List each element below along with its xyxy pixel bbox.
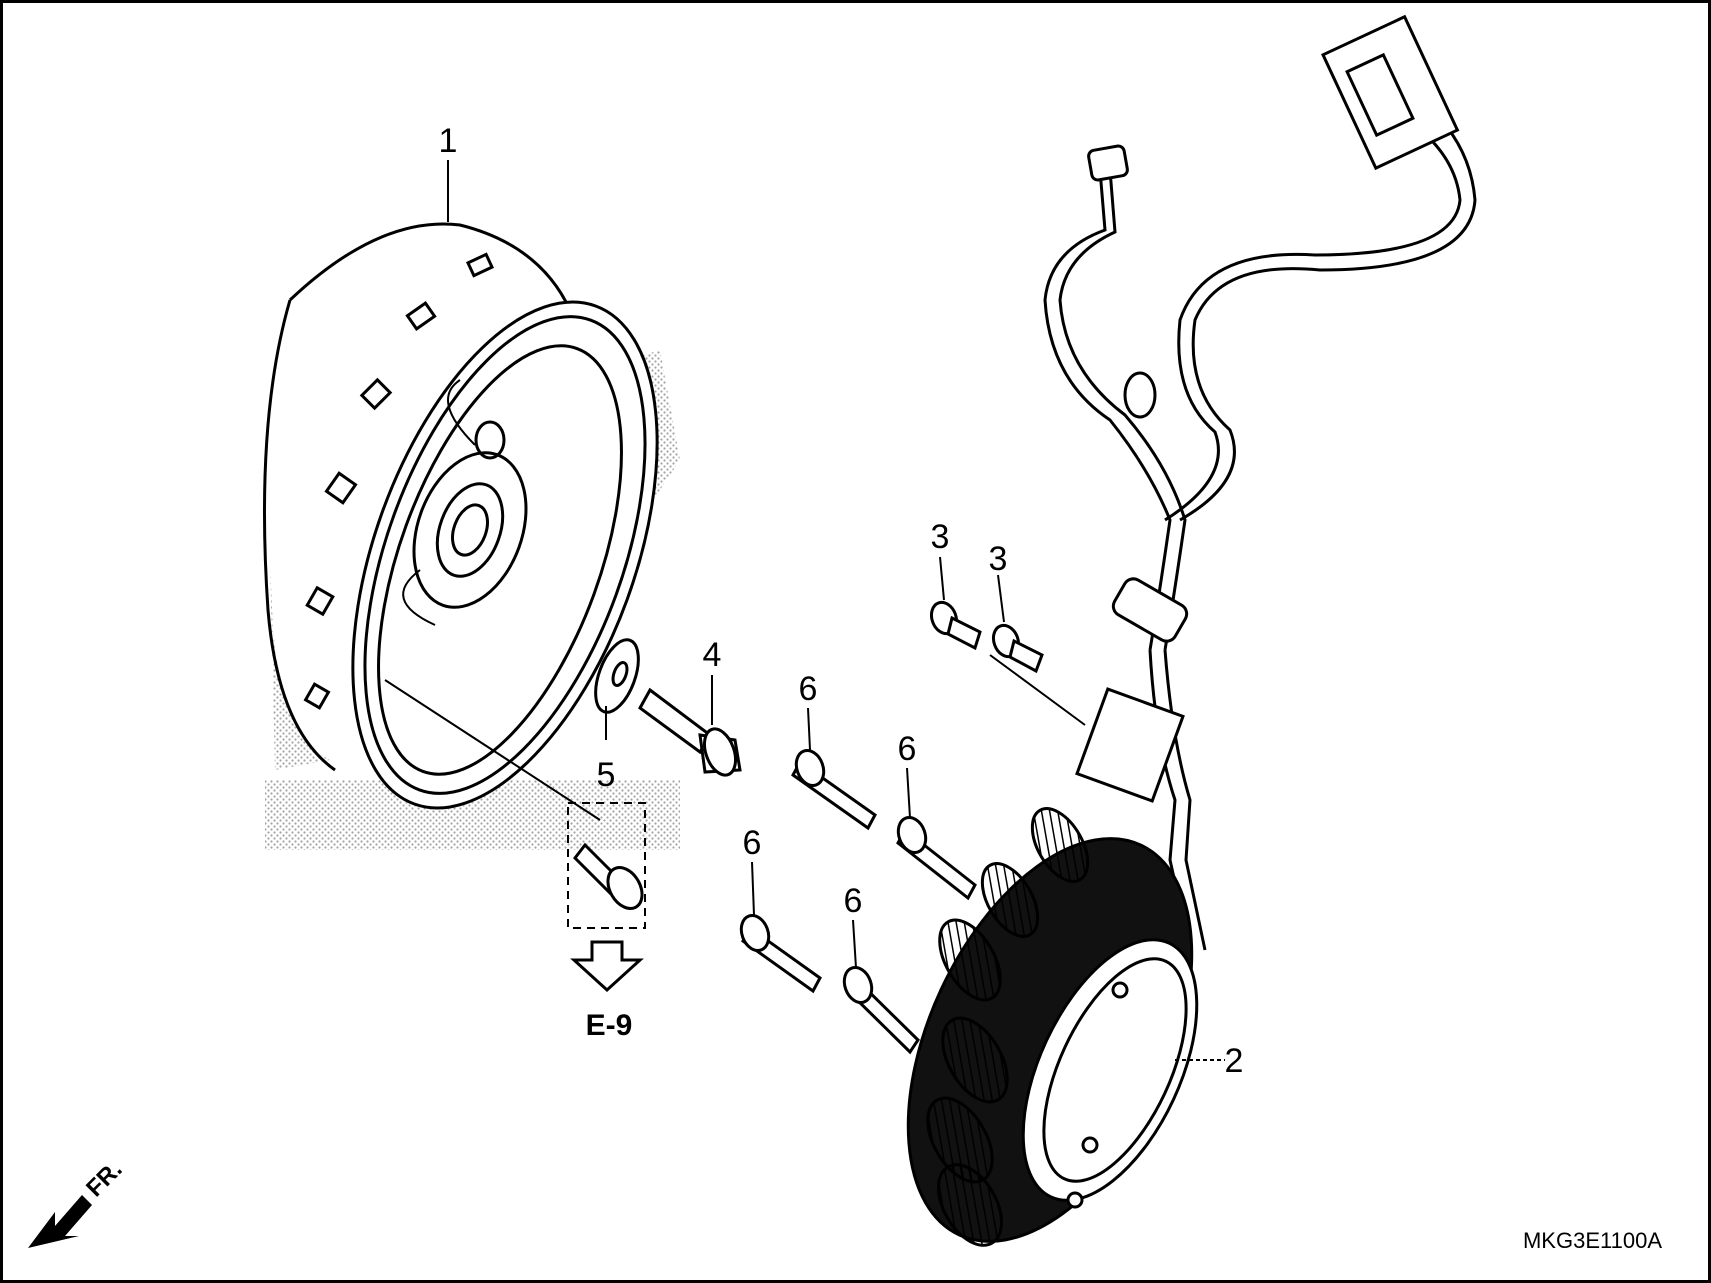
flange-bolt-part — [638, 687, 742, 777]
bolts-part-3 — [929, 600, 1086, 726]
callout-6b: 6 — [898, 730, 917, 768]
leader-lines — [447, 160, 1005, 969]
callout-5: 5 — [597, 756, 616, 794]
wire-harness — [1043, 14, 1477, 951]
front-arrow-icon — [28, 1195, 92, 1248]
stator-bolts-part-6 — [739, 749, 977, 1055]
reference-label: E-9 — [586, 1009, 633, 1042]
socket-bolt-part — [567, 802, 646, 929]
callout-6c: 6 — [743, 824, 762, 862]
drawing-code: MKG3E1100A — [1523, 1228, 1662, 1253]
callout-2: 2 — [1225, 1042, 1244, 1080]
front-label: FR. — [81, 1156, 127, 1202]
callout-3a: 3 — [931, 518, 950, 556]
callout-6d: 6 — [844, 882, 863, 920]
callout-6a: 6 — [799, 670, 818, 708]
flywheel-part — [262, 222, 659, 821]
stator-part — [906, 807, 1225, 1247]
reference-arrow — [570, 940, 644, 993]
callout-1: 1 — [439, 122, 458, 160]
callout-3b: 3 — [989, 540, 1008, 578]
washer-part — [594, 638, 640, 714]
callout-4: 4 — [703, 636, 722, 674]
